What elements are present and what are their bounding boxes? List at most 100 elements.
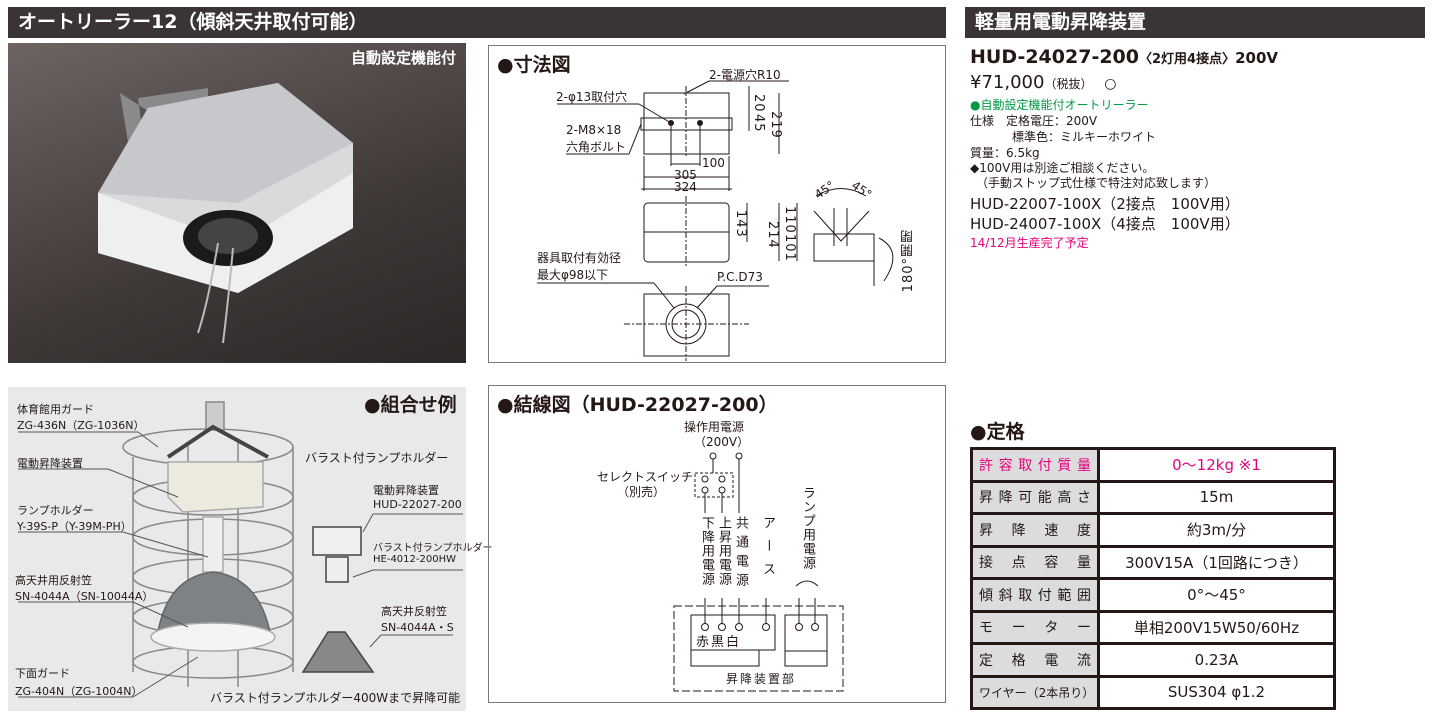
label-power-hole: 2-電源穴R10 — [709, 68, 781, 82]
alt-model-1: HUD-22007-100X（2接点 100V用） — [970, 195, 1240, 213]
feature: ●自動設定機能付オートリーラー — [970, 98, 1149, 112]
combo-label-guard: 体育館用ガード — [17, 403, 94, 416]
combo-caption: バラスト付ランプホルダー400Wまで昇降可能 — [210, 691, 461, 705]
combo-label-holder: ランプホルダー — [17, 504, 94, 517]
right-label-ballast: バラスト付ランプホルダー — [373, 543, 493, 554]
label-bolt-type: 六角ボルト — [566, 140, 627, 154]
table-row: モーター単相200V15W50/60Hz — [970, 609, 1336, 645]
model-voltage: 200V — [1235, 49, 1279, 67]
note-custom: （手動ストップ式仕様で特注対応致します） — [976, 176, 1217, 190]
section-header-left: オートリーラー12（傾斜天井取付可能） — [8, 7, 946, 38]
combo-code-guard: ZG-436N（ZG-1036N） — [17, 419, 145, 432]
spec-color: 標準色：ミルキーホワイト — [1012, 130, 1157, 144]
row-label: 接点容量 — [970, 544, 1100, 580]
rating-title: ●定格 — [970, 421, 1025, 443]
alt-model-2: HUD-24007-100X（4接点 100V用） — [970, 215, 1240, 233]
dim-324: 324 — [674, 180, 697, 194]
photo-label: 自動設定機能付 — [350, 49, 456, 67]
combo-panel: ●組合せ例 体育館用ガード ZG-436N（ZG-1036N） 電動昇降装置 ラ… — [8, 387, 493, 711]
label-fixture-max: 最大φ98以下 — [537, 268, 609, 282]
right-label-reflector: 高天井反射笠 — [381, 605, 447, 618]
right-code-lift: HUD-22027-200 — [373, 498, 462, 511]
combo-label-reflector: 高天井用反射笠 — [15, 574, 92, 587]
label-fixture: 器具取付有効径 — [537, 251, 622, 265]
label-mount-hole: 2-φ13取付穴 — [556, 90, 628, 104]
right-code-reflector: SN-4044A・S — [381, 621, 454, 634]
note-100v: ◆100V用は別途ご相談ください。 — [970, 161, 1155, 175]
wiring-title: ●結線図（HUD-22027-200） — [497, 394, 778, 416]
row-label: 傾斜取付範囲 — [970, 577, 1100, 613]
combo-code-bottom-guard: ZG-404N（ZG-1004N） — [15, 685, 143, 698]
dim-305: 305 — [674, 168, 697, 182]
label-open-angle: 180°開閉 — [901, 229, 916, 293]
combo-label-lift: 電動昇降装置 — [17, 457, 83, 470]
dim-219: 219 — [768, 111, 783, 139]
label-select-switch: セレクトスイッチ — [597, 470, 694, 484]
combo-image — [18, 401, 463, 698]
tax-note: （税抜） — [1044, 77, 1093, 91]
dim-20: 20 — [751, 94, 766, 113]
row-value: 0.23A — [1097, 642, 1336, 678]
dimension-panel: ●寸法図 2-電源穴R10 2-φ13取付穴 2-M8×18 六角ボルト 20 … — [488, 45, 946, 363]
wiring-panel: ●結線図（HUD-22027-200） 操作用電源 （200V） セレクトスイッ… — [488, 385, 946, 703]
combo-code-holder: Y-39S-P（Y-39M-PH） — [17, 520, 132, 533]
row-value: 0°〜45° — [1097, 577, 1336, 613]
table-row: ワイヤー（2本吊り）SUS304 φ1.2 — [970, 674, 1336, 710]
dimension-title: ●寸法図 — [497, 54, 571, 76]
combo-title: ●組合せ例 — [364, 394, 457, 416]
label-pcd: P.C.D73 — [717, 270, 763, 284]
row-label: 許容取付質量 — [970, 447, 1100, 483]
ballast-title: バラスト付ランプホルダー — [305, 451, 449, 465]
price-line: ¥71,000（税抜） ○ — [970, 72, 1116, 93]
combo-label-bottom-guard: 下面ガード — [15, 667, 70, 680]
auto-reeler-image — [98, 83, 353, 344]
model-number: HUD-24027-200 — [970, 46, 1139, 68]
section-header-right: 軽量用電動昇降装置 — [965, 7, 1425, 38]
dimension-drawing — [537, 80, 894, 361]
row-value: SUS304 φ1.2 — [1097, 674, 1336, 710]
row-label: 定格電流 — [970, 642, 1100, 678]
label-lift-unit: 昇降装置部 — [726, 672, 797, 686]
label-bolt: 2-M8×18 — [566, 123, 622, 137]
discontinued-note: 14/12月生産完了予定 — [970, 236, 1089, 250]
dim-100: 100 — [702, 156, 725, 170]
dim-143: 143 — [733, 210, 748, 238]
row-value: 単相200V15W50/60Hz — [1097, 609, 1336, 645]
right-code-ballast: HE-4012-200HW — [373, 554, 456, 565]
row-label: ワイヤー（2本吊り） — [970, 674, 1100, 710]
stock-mark: ○ — [1104, 76, 1117, 92]
table-row: 昇降速度約3m/分 — [970, 512, 1336, 548]
dim-45: 45 — [751, 114, 766, 133]
label-common-power: 共通電源 — [733, 516, 748, 592]
row-label: 昇降速度 — [970, 512, 1100, 548]
label-earth: アース — [760, 516, 775, 585]
label-down-power: 下降用電源 — [699, 516, 714, 586]
row-label: モーター — [970, 609, 1100, 645]
row-label: 昇降可能高さ — [970, 479, 1100, 515]
dim-214: 214 — [765, 221, 780, 249]
row-value: 約3m/分 — [1097, 512, 1336, 548]
product-model: HUD-24027-200〈2灯用4接点〉200V — [970, 46, 1278, 68]
price: ¥71,000 — [970, 72, 1045, 93]
right-label-lift: 電動昇降装置 — [373, 484, 439, 497]
label-operation-voltage: （200V） — [694, 435, 750, 449]
row-value: 300V15A（1回路につき） — [1097, 544, 1336, 580]
dim-110: 110 — [782, 206, 797, 234]
product-photo: 自動設定機能付 — [8, 43, 466, 363]
wiring-diagram — [673, 452, 844, 692]
label-operation-power: 操作用電源 — [684, 420, 745, 434]
label-wire-colors: 赤黒白 — [696, 635, 742, 650]
label-lamp-power: ランプ用電源 — [800, 486, 815, 570]
label-up-power: 上昇用電源 — [716, 516, 731, 586]
row-value: 0〜12kg ※1 — [1097, 447, 1336, 483]
model-note: 〈2灯用4接点〉 — [1139, 52, 1236, 67]
label-sold-separately: （別売） — [617, 485, 666, 499]
row-value: 15m — [1097, 479, 1336, 515]
spec-weight: 質量：6.5kg — [970, 146, 1040, 160]
